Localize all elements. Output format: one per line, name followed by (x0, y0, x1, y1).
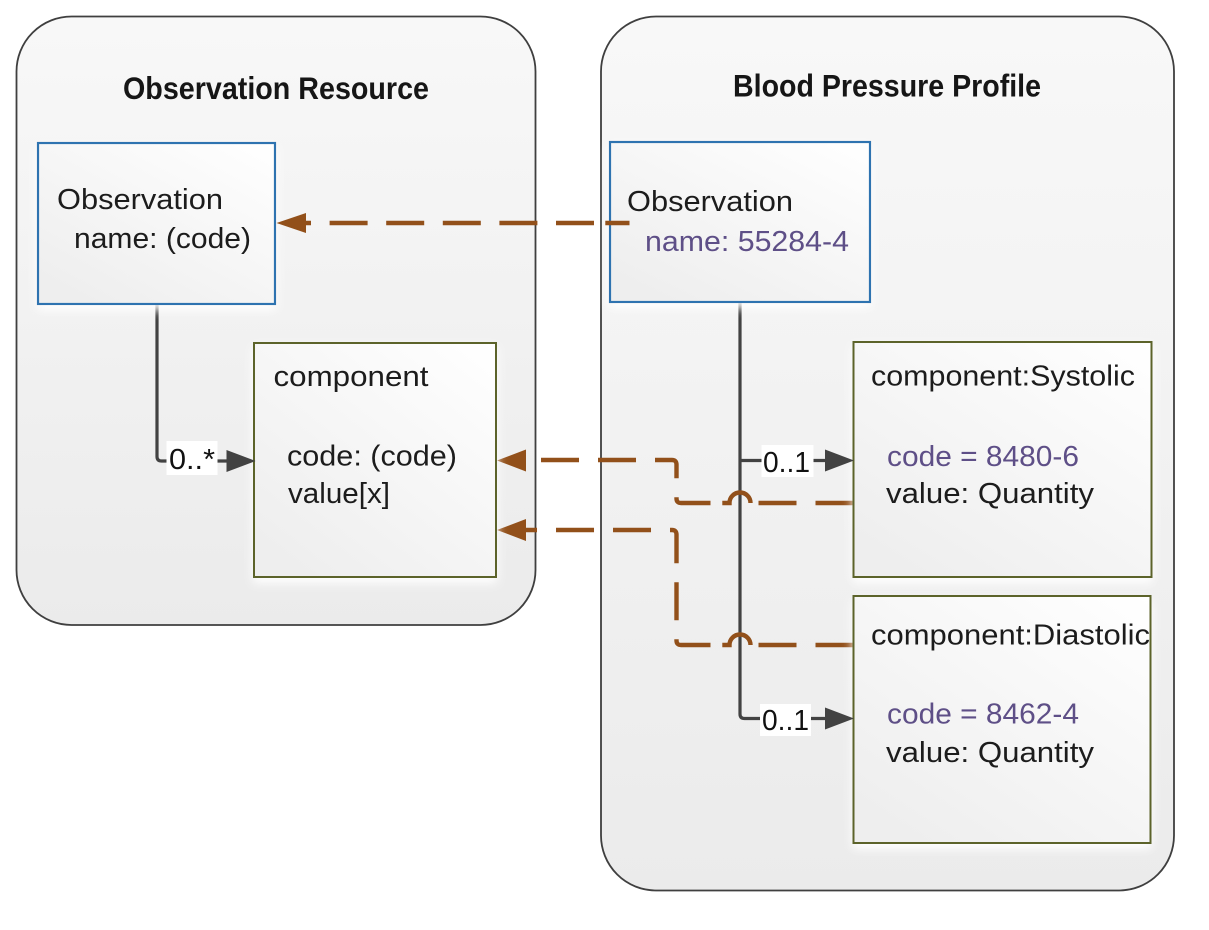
svg-text:name: (code): name: (code) (74, 223, 251, 255)
svg-text:value: Quantity: value: Quantity (886, 737, 1095, 769)
svg-text:code = 8462-4: code = 8462-4 (887, 699, 1079, 731)
svg-text:value: Quantity: value: Quantity (886, 478, 1095, 510)
svg-text:Observation Resource: Observation Resource (123, 70, 429, 106)
svg-text:component:Diastolic: component:Diastolic (871, 620, 1150, 652)
svg-text:code = 8480-6: code = 8480-6 (887, 441, 1079, 473)
svg-text:Blood Pressure Profile: Blood Pressure Profile (733, 68, 1041, 104)
svg-text:component: component (274, 361, 429, 393)
svg-text:Observation: Observation (627, 186, 793, 218)
svg-text:0..1: 0..1 (762, 705, 809, 737)
svg-text:code: (code): code: (code) (287, 441, 457, 473)
svg-text:0..1: 0..1 (763, 447, 810, 479)
svg-text:value[x]: value[x] (288, 478, 390, 510)
svg-text:Observation: Observation (57, 184, 223, 216)
svg-text:0..*: 0..* (169, 444, 215, 476)
svg-text:component:Systolic: component:Systolic (871, 361, 1135, 393)
svg-text:name: 55284-4: name: 55284-4 (645, 226, 849, 258)
